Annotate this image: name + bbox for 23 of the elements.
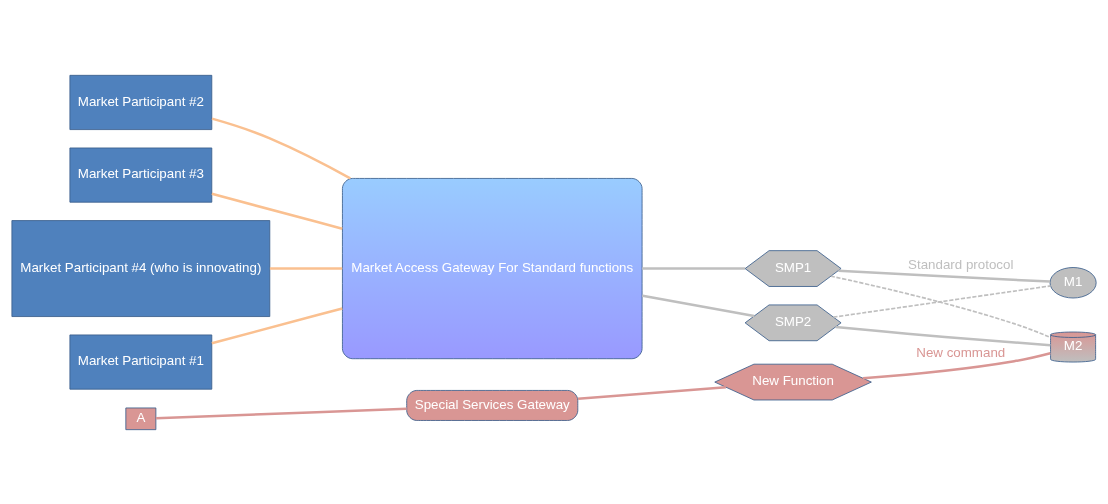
connector (211, 306, 343, 344)
connector (642, 293, 755, 317)
connector (862, 351, 1051, 379)
node-box: Market Access Gateway For Standard functions (342, 177, 643, 359)
node-box: Market Participant #1 (69, 334, 213, 390)
node-box: Market Participant #4 (who is innovating) (11, 219, 271, 317)
connector (577, 385, 726, 400)
node-box: Special Services Gateway (406, 389, 579, 421)
connector (838, 269, 1051, 283)
node-box: A (125, 407, 157, 430)
connector (211, 116, 351, 179)
connector (835, 325, 1051, 347)
connector (269, 266, 343, 270)
node-ellipse: M1 (1049, 266, 1097, 298)
connector (642, 266, 745, 270)
connector (156, 406, 407, 419)
connector (830, 274, 1052, 338)
edge-label: Standard protocol (908, 256, 1014, 272)
connector (832, 284, 1052, 318)
node-box: Market Participant #3 (69, 147, 213, 203)
edge-label: New command (916, 344, 1006, 360)
node-box: Market Participant #2 (69, 74, 213, 130)
connector (211, 192, 343, 230)
